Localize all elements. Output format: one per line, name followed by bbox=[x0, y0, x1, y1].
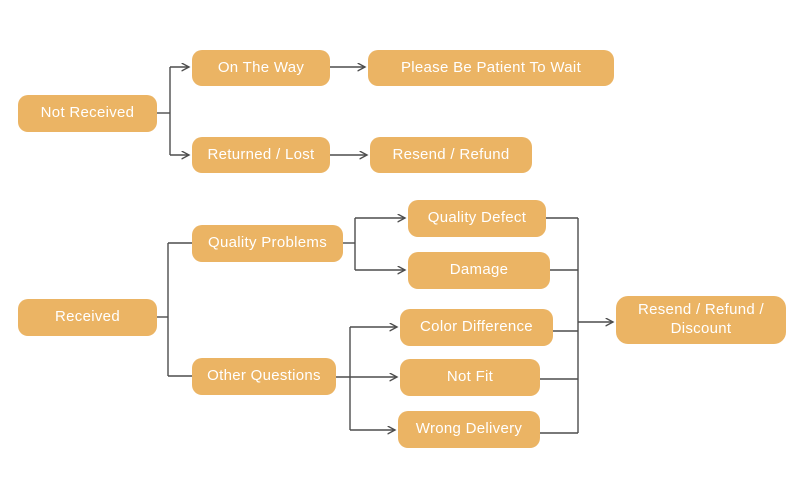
node-not-fit: Not Fit bbox=[400, 359, 540, 396]
node-wrong-delivery: Wrong Delivery bbox=[398, 411, 540, 448]
node-resend-refund-discount: Resend / Refund / Discount bbox=[616, 296, 786, 344]
node-damage: Damage bbox=[408, 252, 550, 289]
node-resend-refund: Resend / Refund bbox=[370, 137, 532, 173]
node-returned-lost: Returned / Lost bbox=[192, 137, 330, 173]
node-on-the-way: On The Way bbox=[192, 50, 330, 86]
node-color-difference: Color Difference bbox=[400, 309, 553, 346]
node-not-received: Not Received bbox=[18, 95, 157, 132]
node-please-be-patient: Please Be Patient To Wait bbox=[368, 50, 614, 86]
node-received: Received bbox=[18, 299, 157, 336]
node-quality-defect: Quality Defect bbox=[408, 200, 546, 237]
node-quality-problems: Quality Problems bbox=[192, 225, 343, 262]
node-other-questions: Other Questions bbox=[192, 358, 336, 395]
